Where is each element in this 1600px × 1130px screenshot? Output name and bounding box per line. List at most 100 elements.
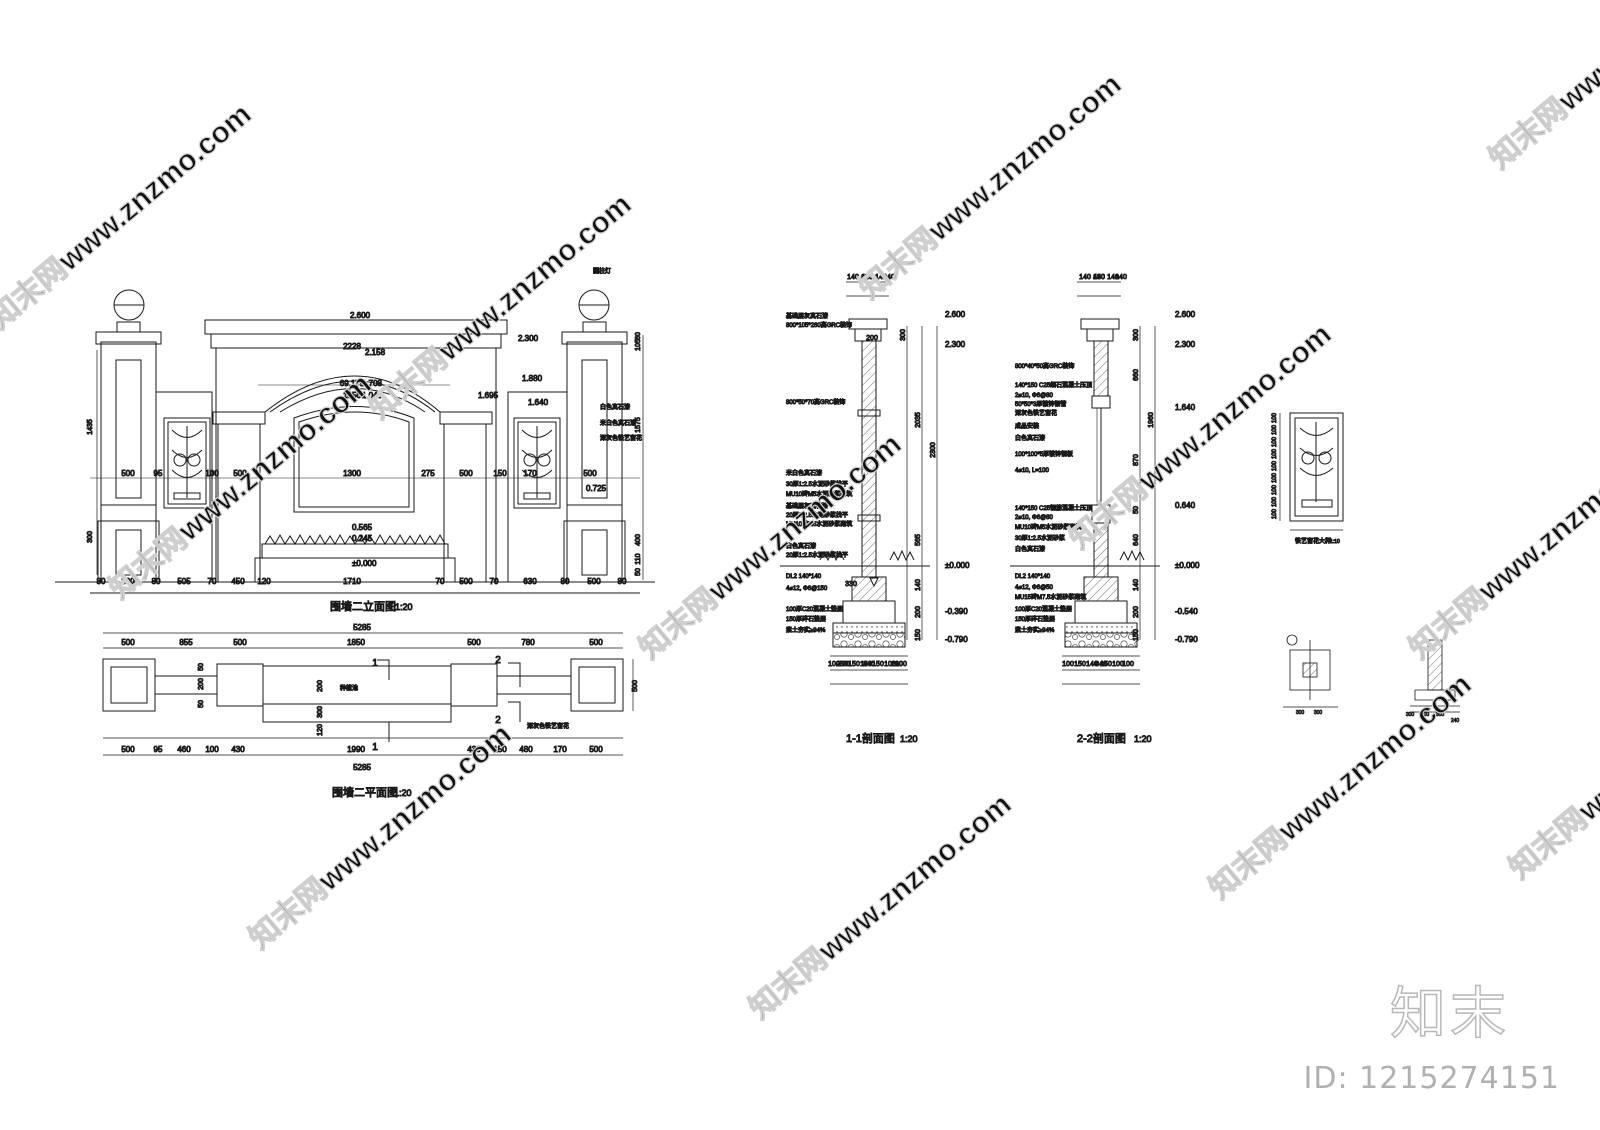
plan-title: 围墙二平面图	[332, 785, 398, 799]
dimension-top: 140	[883, 274, 895, 281]
vertical-dimension: 1960	[1148, 412, 1155, 428]
right-dimension: 50	[635, 568, 642, 576]
construction-note: 素土夯实≥94%	[786, 626, 826, 634]
dimension-bottom: 150	[1074, 661, 1086, 668]
level-mark: ±0.000	[352, 559, 377, 568]
dimension-bottom: 100	[1062, 661, 1074, 668]
dimension-bottom: 150	[872, 661, 884, 668]
construction-note: 4⌀12, Φ6@50	[1015, 585, 1054, 591]
elevation-title: 围墙二立面图	[330, 599, 396, 613]
ironwork-dimension: 100	[1272, 448, 1278, 459]
construction-note: DL2 140*140	[1015, 574, 1051, 580]
dimension-bottom: 150	[1100, 661, 1112, 668]
vertical-dimension: 140	[915, 579, 922, 591]
total-dimension: 5285	[353, 623, 371, 632]
dimension-bottom: 100	[838, 661, 850, 668]
construction-note: 4⌀10, L=100	[1015, 468, 1049, 474]
construction-note: 100*100*5厚镀锌钢板	[1015, 450, 1073, 458]
watermark-text: 知末网www.znzmo.com	[0, 98, 258, 336]
dimension-top: 480	[1093, 274, 1105, 281]
dimension-bottom: 840	[1095, 661, 1107, 668]
ironwork-title: 铁艺窗花大样	[1295, 537, 1331, 545]
level-mark: 2.300	[945, 340, 966, 349]
dimension-top: 140	[875, 274, 887, 281]
dimension-bottom: 100	[1112, 661, 1124, 668]
left-dimension: 1435	[87, 419, 94, 435]
detail-dimension: 240	[1451, 718, 1460, 724]
ironwork-dimension: 100	[1272, 424, 1278, 435]
construction-note: 50*50*3厚镀锌钢管	[1015, 400, 1066, 408]
vertical-dimension: 50	[1133, 506, 1140, 514]
dimension-bottom: 170	[553, 745, 567, 754]
construction-note: 白色真石漆	[786, 542, 816, 550]
total-dimension: 5285	[353, 763, 371, 772]
vertical-dimension: 150	[915, 629, 922, 641]
construction-note: 20厚1:2.5水泥砂浆找平	[786, 511, 848, 519]
detail-dimension: 300	[1296, 710, 1305, 716]
construction-note: 150厚碎石垫层	[786, 615, 826, 623]
construction-note: 基础层灰真石漆	[786, 502, 828, 510]
construction-note: MU10砖M5水泥砂浆砌筑	[786, 490, 852, 498]
level-mark: 1.640	[528, 398, 549, 407]
vertical-dimension: 565	[915, 534, 922, 546]
watermark-text: 知末网www.znzmo.com	[1483, 0, 1600, 175]
watermark-text: 知末网www.znzmo.com	[853, 68, 1127, 306]
dimension-bottom: 500	[121, 577, 135, 586]
left-pillar	[95, 289, 162, 583]
plan-label: 深灰色铁艺窗花	[527, 722, 569, 730]
detail-dimension: 300	[1436, 712, 1445, 718]
dimension-top: 500	[589, 638, 603, 647]
dimension-bottom: 280	[891, 661, 903, 668]
dimension-bottom: 1710	[343, 577, 361, 586]
dimension-bottom: 80	[561, 577, 570, 586]
right-dimension: 110	[635, 553, 642, 564]
construction-note: 白色真石漆	[1015, 434, 1045, 442]
dimension-bottom: 70	[208, 577, 217, 586]
dimension-bottom: 430	[231, 745, 245, 754]
ironwork-dimension: 100	[1272, 508, 1278, 519]
ironwork-dimension: 100	[1272, 436, 1278, 447]
small-dimension: 200	[866, 335, 878, 342]
construction-note: MU15砖M7.5水泥砂浆砌筑	[1015, 593, 1086, 601]
level-mark: 0.640	[1175, 501, 1196, 510]
right-dimension: 1575	[635, 417, 642, 433]
section-mark: 1	[372, 742, 378, 753]
section-1-title: 1-1剖面图	[846, 731, 895, 745]
dimension-top: 500	[121, 638, 135, 647]
dimension-top: 855	[179, 638, 193, 647]
construction-note: 800*40*50高GRC装饰	[1015, 362, 1074, 370]
watermark-text: 知末网www.znzmo.com	[743, 788, 1017, 1026]
construction-note: 800*105*260高GRC装饰	[786, 321, 852, 329]
dimension-bottom: 500	[121, 745, 135, 754]
construction-note: 20厚1:2.5水泥砂浆找平	[786, 551, 848, 559]
level-mark: -0.790	[1175, 635, 1198, 644]
arch-dimension: 69.175	[340, 379, 365, 388]
plan-label: 种植池	[340, 684, 358, 692]
callout-note: 白色真石漆	[600, 403, 630, 411]
dimension-top: 140	[1107, 274, 1119, 281]
detail-dimension: 300	[1314, 710, 1323, 716]
dimension-bottom: 500	[459, 577, 473, 586]
level-mark: -0.540	[1175, 607, 1198, 616]
ironwork-panel-left	[163, 417, 211, 509]
construction-note: 素土夯实≥94%	[1015, 626, 1055, 634]
brand-logo: 知末	[1389, 981, 1510, 1048]
level-mark: 2.158	[365, 348, 386, 357]
side-dimension: 50	[198, 663, 205, 671]
dimension-bottom: 80	[152, 577, 161, 586]
dimension-bottom: 100	[205, 745, 219, 754]
dimension-bottom: 70	[436, 577, 445, 586]
ironwork-panel-right	[513, 417, 561, 509]
construction-note: 150厚碎石垫层	[1015, 615, 1055, 623]
watermark-text: 知末网www.znzmo.com	[363, 188, 637, 426]
vertical-dimension: 200	[1133, 606, 1140, 618]
construction-note: DL2 140*140	[786, 574, 822, 580]
dimension-bottom: 280	[836, 661, 848, 668]
dimension-mid: 100	[205, 469, 219, 478]
arch-dimension: 1.708	[362, 379, 383, 388]
